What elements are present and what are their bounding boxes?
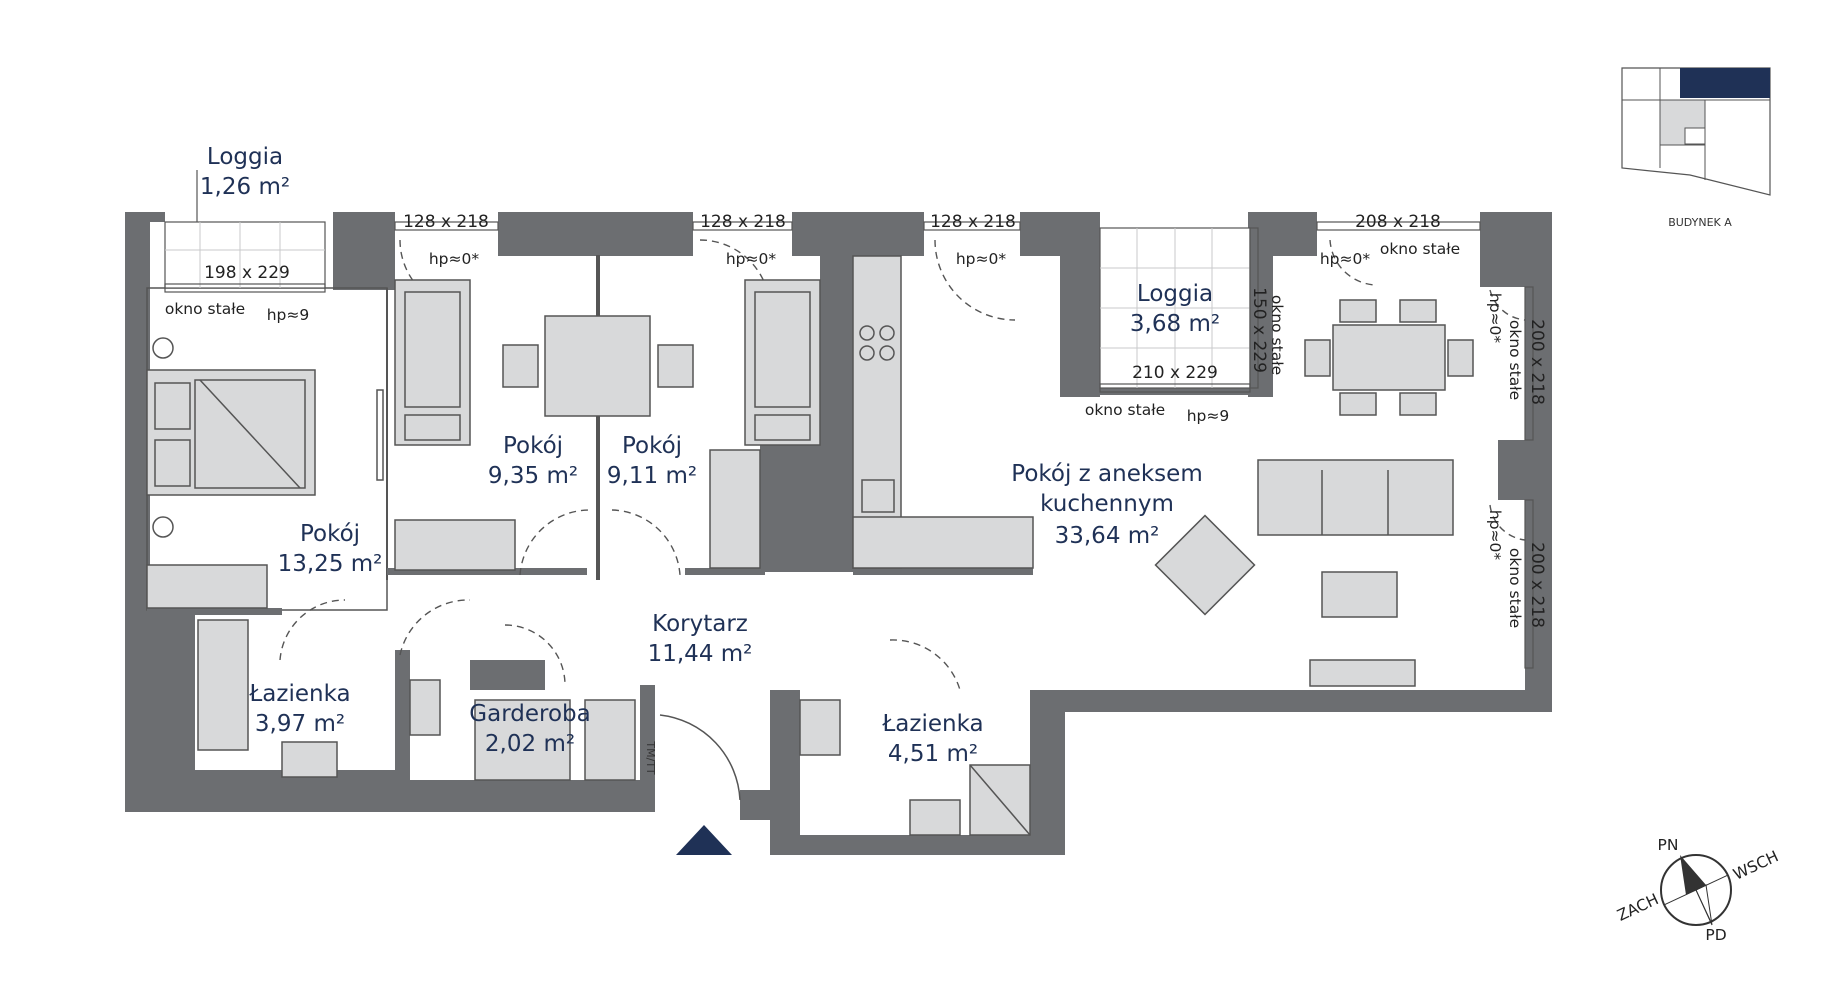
furniture bbox=[146, 255, 1474, 836]
note-hp9-1: hp≈9 bbox=[267, 306, 310, 324]
window-notes: okno stałe hp≈9 okno stałe hp≈9 okno sta… bbox=[165, 240, 1524, 775]
note-fixed-window-6: okno stałe bbox=[1506, 548, 1524, 628]
corridor-area: 11,44 m² bbox=[648, 641, 753, 667]
loggia-right-name: Loggia bbox=[1137, 281, 1213, 307]
window-dim-4: 208 x 218 bbox=[1355, 212, 1441, 232]
compass: PN WSCH PD ZACH bbox=[1614, 836, 1781, 944]
note-fixed-window-3: okno stałe bbox=[1380, 240, 1460, 258]
key-plan-label: BUDYNEK A bbox=[1668, 216, 1732, 229]
loggia-left-area: 1,26 m² bbox=[200, 174, 290, 200]
living-area: 33,64 m² bbox=[1055, 523, 1160, 549]
note-tm-tt: TM/TT bbox=[644, 740, 657, 774]
room-2-area: 9,35 m² bbox=[488, 463, 578, 489]
bath-left-area: 3,97 m² bbox=[255, 711, 345, 737]
loggia-left bbox=[164, 170, 326, 289]
compass-west: ZACH bbox=[1614, 890, 1661, 925]
note-hp0-4: hp≈0* bbox=[1320, 250, 1371, 268]
entrance-marker bbox=[676, 825, 732, 855]
room-left-area: 13,25 m² bbox=[278, 551, 383, 577]
loggia-right-side-dim: 150 x 229 bbox=[1249, 287, 1269, 373]
note-hp0-5: hp≈0* bbox=[1486, 293, 1504, 344]
loggia-right-window-dim: 210 x 229 bbox=[1132, 363, 1218, 383]
wardrobe-area: 2,02 m² bbox=[485, 731, 575, 757]
note-fixed-window-1: okno stałe bbox=[165, 300, 245, 318]
room-labels: Loggia 1,26 m² Pokój 13,25 m² Pokój 9,35… bbox=[200, 144, 1220, 767]
key-plan: BUDYNEK A bbox=[1621, 67, 1771, 229]
note-fixed-window-2: okno stałe bbox=[1085, 401, 1165, 419]
note-fixed-window-4: okno stałe bbox=[1268, 295, 1286, 375]
compass-east: WSCH bbox=[1730, 847, 1781, 883]
note-hp0-1: hp≈0* bbox=[429, 250, 480, 268]
living-name-line2: kuchennym bbox=[1040, 491, 1174, 517]
note-hp0-2: hp≈0* bbox=[726, 250, 777, 268]
loggia-right-area: 3,68 m² bbox=[1130, 311, 1220, 337]
wardrobe-name: Garderoba bbox=[469, 701, 590, 727]
east-upper-window-dim: 200 x 218 bbox=[1527, 319, 1547, 405]
window-dim-2: 128 x 218 bbox=[700, 212, 786, 232]
room-3-area: 9,11 m² bbox=[607, 463, 697, 489]
note-fixed-window-5: okno stałe bbox=[1506, 320, 1524, 400]
east-lower-window-dim: 200 x 218 bbox=[1527, 542, 1547, 628]
window-dim-1: 128 x 218 bbox=[403, 212, 489, 232]
compass-south: PD bbox=[1705, 926, 1726, 944]
bath-right-area: 4,51 m² bbox=[888, 741, 978, 767]
compass-north: PN bbox=[1658, 836, 1679, 854]
room-2-name: Pokój bbox=[503, 433, 563, 459]
bath-left-name: Łazienka bbox=[248, 681, 350, 707]
bath-right-name: Łazienka bbox=[881, 711, 983, 737]
walls bbox=[125, 212, 1552, 855]
loggia-left-name: Loggia bbox=[207, 144, 283, 170]
note-hp0-3: hp≈0* bbox=[956, 250, 1007, 268]
room-3-name: Pokój bbox=[622, 433, 682, 459]
loggia-left-window-dim: 198 x 229 bbox=[204, 263, 290, 283]
note-hp0-6: hp≈0* bbox=[1486, 510, 1504, 561]
windows bbox=[164, 221, 1534, 669]
living-name-line1: Pokój z aneksem bbox=[1011, 461, 1202, 487]
window-dimensions: 128 x 218 128 x 218 128 x 218 208 x 218 … bbox=[204, 212, 1547, 628]
window-dim-3: 128 x 218 bbox=[930, 212, 1016, 232]
note-hp9-2: hp≈9 bbox=[1187, 407, 1230, 425]
corridor-name: Korytarz bbox=[652, 611, 748, 637]
room-left-name: Pokój bbox=[300, 521, 360, 547]
